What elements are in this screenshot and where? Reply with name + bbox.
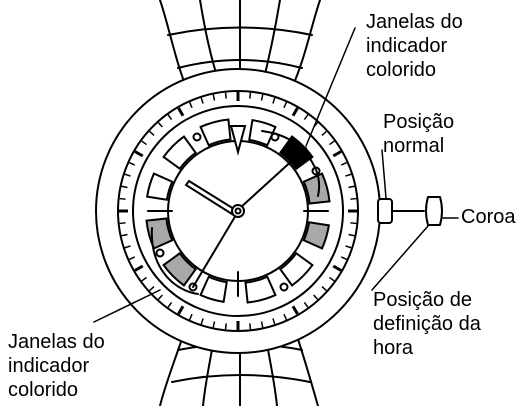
indicator-window [278,251,314,287]
label-normal-position: Posição normal [383,110,454,158]
indicator-window [244,275,277,304]
minute-tick [348,185,355,189]
label-line: indicador [366,35,448,57]
minute-tick [141,140,148,146]
label-line: colorido [366,59,437,81]
indicator-window [145,172,174,201]
minute-tick [332,150,342,158]
minute-tick [321,286,327,292]
minute-tick [345,173,352,177]
minute-tick [188,313,193,321]
leader-lines [93,27,459,323]
indicator-window [302,172,331,205]
label-line: Janelas do [8,331,105,353]
minute-tick [124,245,131,249]
minute-tick [157,122,163,128]
minute-tick [332,264,342,272]
label-line: colorido [8,379,79,401]
dial [132,105,344,317]
indicator-window [302,221,331,250]
indicator-window [199,275,228,304]
minute-tick [224,323,227,330]
minute-tick [157,294,163,300]
minute-tick [283,313,288,321]
minute-tick [340,256,348,261]
minute-tick [121,185,128,189]
label-line: Posição de [373,289,472,311]
minute-tick [328,276,335,282]
minute-tick [177,107,185,117]
label-line: Janelas do [366,11,463,33]
minute-tick [167,301,173,308]
minute-tick [313,294,319,300]
minute-tick [200,318,204,325]
label-time-set-position: Posição de definição da hora [373,288,481,360]
minute-tick [119,222,126,225]
minute-tick [350,222,357,225]
window-bracket-bottom [150,227,199,295]
minute-tick [212,321,216,328]
minute-tick [177,305,185,315]
minute-tick [345,245,352,249]
minute-tick [260,94,264,101]
label-line: definição da [373,313,481,335]
minute-tick [291,305,299,315]
minute-tick [291,107,299,117]
crown-normal [377,198,425,224]
minute-tick [348,233,355,237]
minute-tick [212,94,216,101]
minute-tick [303,114,309,121]
minute-tick [128,161,136,166]
minute-tick [321,130,327,136]
label-line: indicador [8,355,90,377]
label-crown: Coroa [461,205,515,229]
minute-tick [134,150,144,158]
indicator-window [162,135,198,171]
bracelet-top [159,0,321,101]
watch-hands [184,147,307,288]
label-color-windows-bottom: Janelas do indicador colorido [8,330,105,402]
minute-tick [121,233,128,237]
minute-tick [200,97,204,104]
minute-tick [167,114,173,121]
minute-tick [328,140,335,146]
label-color-windows-top: Janelas do indicador colorido [366,10,463,82]
minute-ticks [119,92,357,330]
window-bracket-top [261,130,321,197]
minute-tick [303,301,309,308]
hour-markers [147,125,329,297]
minute-tick [134,264,144,272]
minute-tick [260,321,264,328]
minute-tick [124,173,131,177]
minute-tick [249,92,252,99]
minute-tick [224,92,227,99]
label-line: hora [373,337,414,359]
minute-tick [141,276,148,282]
minute-tick [340,161,348,166]
indicator-window [162,251,198,287]
minute-tick [188,101,193,109]
minute-tick [149,130,155,136]
minute-tick [350,197,357,200]
indicator-window [248,118,277,147]
label-line: normal [383,135,445,157]
minute-tick [249,323,252,330]
minute-tick [272,97,276,104]
indicator-window [278,135,314,171]
indicator-window [199,118,232,147]
label-line: Posição [383,111,455,133]
minute-tick [149,286,155,292]
minute-tick [272,318,276,325]
minute-tick [119,197,126,200]
minute-tick [128,256,136,261]
label-line: Coroa [461,206,516,228]
minute-tick [283,101,288,109]
crown-pulled [425,196,443,226]
indicator-windows [145,118,331,304]
